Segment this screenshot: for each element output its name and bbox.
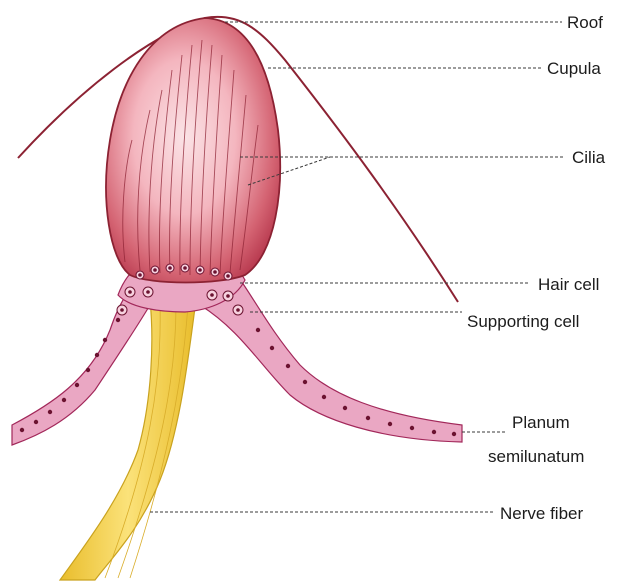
- label-planum: Planum: [512, 413, 570, 432]
- label-cupula: Cupula: [547, 59, 601, 78]
- label-semilunatum: semilunatum: [488, 447, 584, 466]
- nerve-fiber: [60, 300, 196, 580]
- label-supporting-cell: Supporting cell: [467, 312, 579, 331]
- label-roof: Roof: [567, 13, 603, 32]
- label-nerve-fiber: Nerve fiber: [500, 504, 583, 523]
- label-hair-cell: Hair cell: [538, 275, 599, 294]
- epithelium-right: [200, 272, 462, 442]
- cupula-body: [106, 18, 280, 283]
- label-cilia: Cilia: [572, 148, 606, 167]
